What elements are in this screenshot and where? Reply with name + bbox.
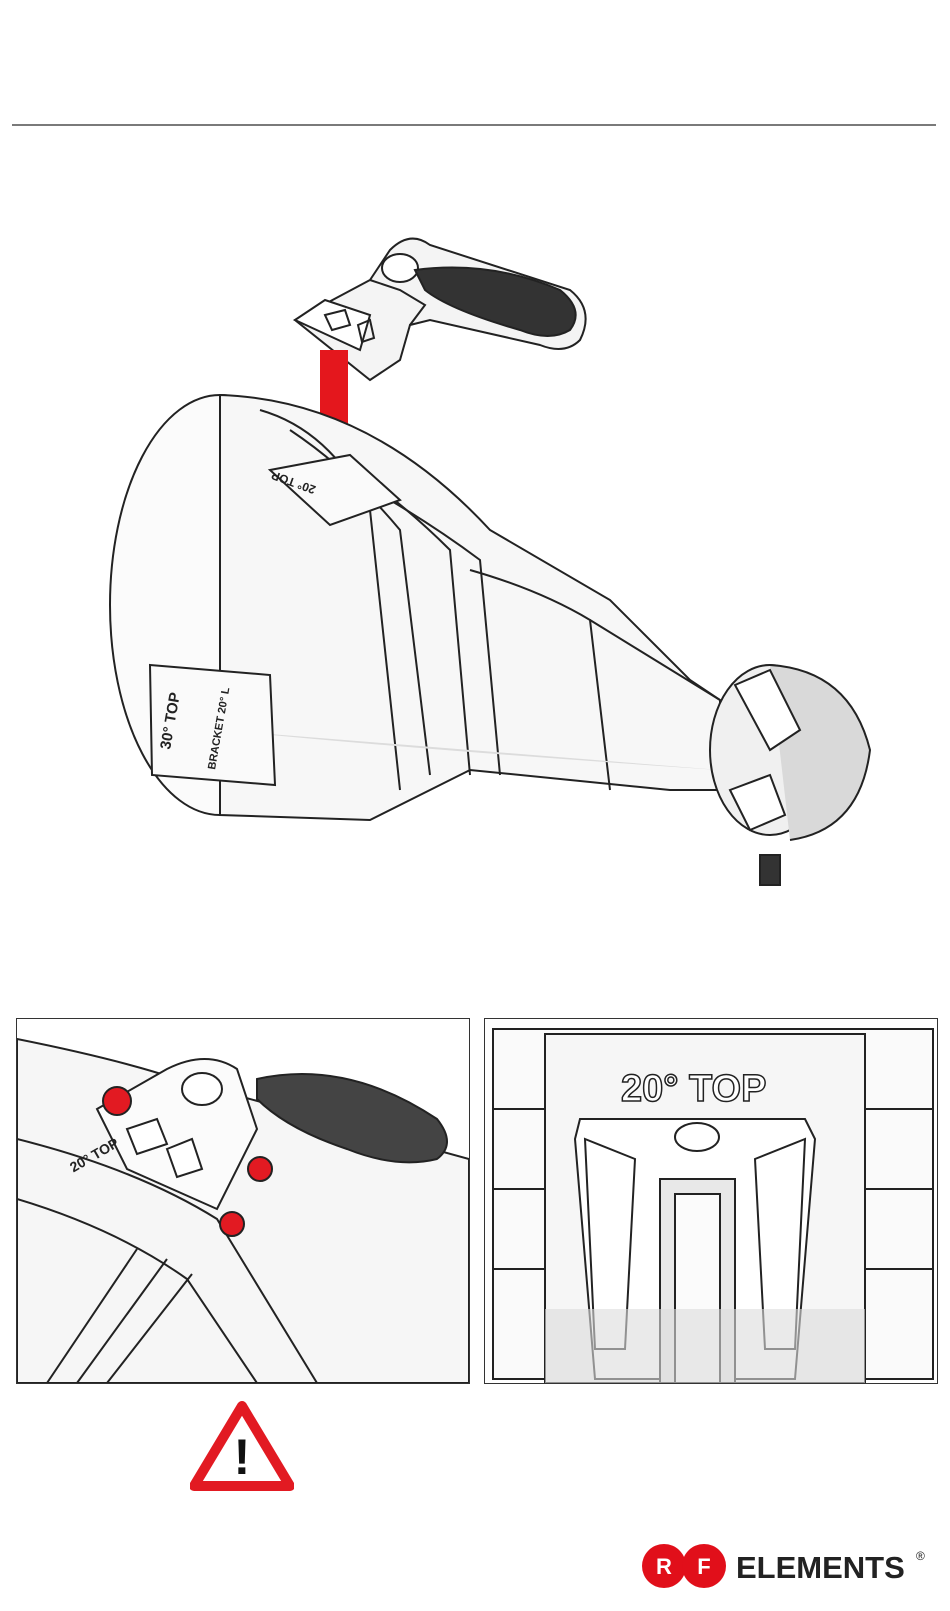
- logo-registered: ®: [916, 1549, 925, 1563]
- warning-symbol: !: [234, 1429, 251, 1485]
- screw-bottom: [220, 1212, 244, 1236]
- horn-body: [110, 395, 870, 885]
- screw-top: [103, 1087, 131, 1115]
- rf-elements-logo: R F ELEMENTS ®: [640, 1538, 940, 1594]
- horn-antenna-illustration: 30° TOP BRACKET 20° L 20° TOP: [70, 230, 910, 930]
- detail-right-label: 20° TOP: [621, 1068, 766, 1110]
- mount-top-illustration: 20° TOP: [485, 1019, 937, 1383]
- screw-middle: [248, 1157, 272, 1181]
- detail-panel-mount-top: 20° TOP: [484, 1018, 938, 1384]
- side-bracket-plate: 30° TOP BRACKET 20° L: [150, 665, 275, 785]
- logo-letter-r: R: [656, 1554, 672, 1579]
- screw-detail-illustration: 20° TOP: [17, 1019, 469, 1383]
- detail-panel-screws: 20° TOP: [16, 1018, 470, 1384]
- header-divider: [12, 124, 936, 126]
- logo-wordmark: ELEMENTS: [736, 1550, 905, 1585]
- logo-letter-f: F: [697, 1554, 710, 1579]
- warning-triangle-icon: !: [190, 1400, 294, 1492]
